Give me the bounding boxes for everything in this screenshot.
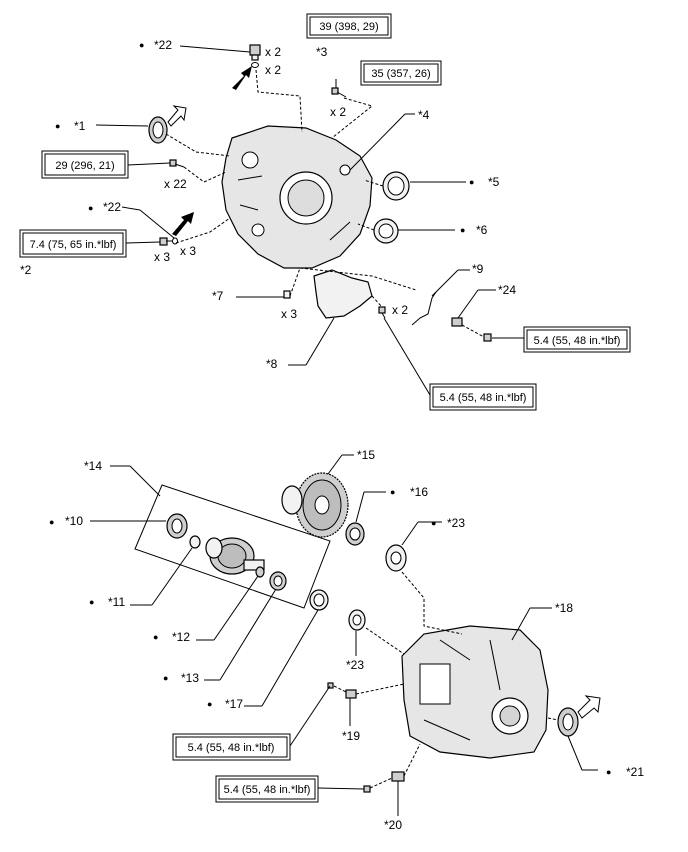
callout-19: *19 [342, 729, 360, 743]
torque-value-case: 29 (296, 21) [55, 160, 114, 172]
install-arrow-lower [172, 212, 194, 236]
callout-11: *11 [108, 595, 125, 609]
torque-box-plug2: 7.4 (75, 65 in.*lbf) [19, 229, 127, 258]
qty-clip7: x 3 [281, 307, 297, 321]
qty-bolt74: x 3 [154, 250, 170, 264]
torque-value-bolt35: 35 (357, 26) [371, 68, 430, 80]
ring-12 [255, 566, 265, 578]
bullet-13: ● [163, 673, 168, 683]
counter-gear-shaft [205, 537, 265, 575]
oil-seal-21 [557, 707, 579, 737]
callout-8: *8 [266, 357, 278, 371]
bullet-6: ● [460, 225, 465, 235]
callout-13: *13 [181, 671, 199, 685]
callout-22-lower: *22 [103, 200, 121, 214]
qty-gasket: x 2 [265, 63, 281, 77]
qty-bolt8: x 2 [392, 303, 408, 317]
callout-20: *20 [384, 818, 402, 832]
callout-7: *7 [212, 289, 224, 303]
subassembly-box-14 [134, 484, 331, 609]
torque-box-bolt8: 5.4 (55, 48 in.*lbf) [429, 383, 537, 411]
sensor-24 [451, 317, 492, 342]
transmission-case [221, 125, 373, 269]
callout-24: *24 [498, 283, 516, 297]
bolt-35 [331, 87, 347, 98]
ring-17 [309, 589, 329, 611]
bolt-8 [378, 306, 386, 319]
callout-22-top: *22 [154, 38, 172, 52]
callout-14: *14 [84, 459, 102, 473]
callout-15: *15 [357, 448, 375, 462]
torque-value-plug: 39 (398, 29) [319, 21, 378, 33]
leaders-bottom [90, 454, 598, 816]
install-arrow-top [232, 66, 252, 90]
bullet-16: ● [390, 487, 395, 497]
bullet-1: ● [55, 121, 60, 131]
bullet-11: ● [89, 597, 94, 607]
callout-3: *3 [316, 45, 328, 59]
drain-plug-top [249, 44, 261, 68]
shim-23-upper [385, 544, 407, 572]
leaders-top [95, 45, 524, 396]
qty-gasket2: x 3 [180, 244, 196, 258]
torque-box-case: 29 (296, 21) [41, 150, 129, 179]
torque-box-bolt20: 5.4 (55, 48 in.*lbf) [215, 775, 319, 803]
pipe-9 [411, 291, 437, 326]
qty-plug: x 2 [265, 45, 281, 59]
hollow-arrow-21 [577, 695, 601, 719]
qty-bolt29: x 22 [164, 177, 187, 191]
sensor-19 [327, 682, 357, 699]
bullet-10: ● [49, 517, 54, 527]
callout-6: *6 [476, 223, 488, 237]
bullet-12: ● [153, 632, 158, 642]
cover-plate-8 [313, 269, 373, 319]
washer-11 [189, 535, 201, 549]
oil-seal-6 [373, 218, 399, 244]
callout-2: *2 [20, 263, 32, 277]
bearing-13 [269, 571, 287, 591]
callout-9: *9 [472, 262, 484, 276]
bolt-29 [169, 159, 185, 168]
qty-bolt35: x 2 [330, 105, 346, 119]
bullet-22b: ● [88, 203, 93, 213]
torque-value-plug2: 7.4 (75, 65 in.*lbf) [30, 239, 117, 251]
oil-seal-1 [148, 116, 168, 144]
callout-21: *21 [626, 765, 644, 779]
differential-gear-15 [281, 472, 349, 538]
callout-23-upper: *23 [447, 516, 465, 530]
bearing-10 [166, 513, 188, 539]
bullet-21: ● [606, 767, 611, 777]
bearing-16 [345, 522, 365, 546]
plug-7-4 [159, 237, 178, 246]
hollow-arrow-1 [167, 105, 187, 127]
bullet-22a: ● [139, 40, 144, 50]
clip-7 [283, 290, 291, 299]
torque-box-bolt19: 5.4 (55, 48 in.*lbf) [172, 733, 291, 761]
callout-12: *12 [172, 630, 190, 644]
torque-value-bolt8: 5.4 (55, 48 in.*lbf) [440, 392, 527, 404]
torque-box-bolt24: 5.4 (55, 48 in.*lbf) [523, 326, 631, 353]
torque-box-bolt35: 35 (357, 26) [360, 60, 442, 86]
callout-18: *18 [555, 601, 573, 615]
callout-5: *5 [488, 175, 500, 189]
torque-value-bolt20: 5.4 (55, 48 in.*lbf) [224, 784, 311, 796]
bullet-5: ● [469, 177, 474, 187]
torque-value-bolt19: 5.4 (55, 48 in.*lbf) [188, 742, 275, 754]
torque-box-plug: 39 (398, 29) [306, 13, 392, 39]
callout-4: *4 [418, 108, 430, 122]
bullets: ● ● ● ● ● ● ● ● ● ● ● ● ● [49, 40, 611, 777]
oil-seal-5 [382, 171, 410, 201]
callout-16: *16 [410, 485, 428, 499]
transaxle-housing-18 [401, 625, 549, 759]
callout-1: *1 [74, 119, 86, 133]
shim-23-lower [348, 609, 366, 631]
callout-10: *10 [65, 514, 83, 528]
callout-17: *17 [225, 697, 243, 711]
callout-23-lower: *23 [346, 658, 364, 672]
bullet-23a: ● [431, 518, 436, 528]
torque-value-bolt24: 5.4 (55, 48 in.*lbf) [534, 335, 621, 347]
bullet-17: ● [207, 699, 212, 709]
